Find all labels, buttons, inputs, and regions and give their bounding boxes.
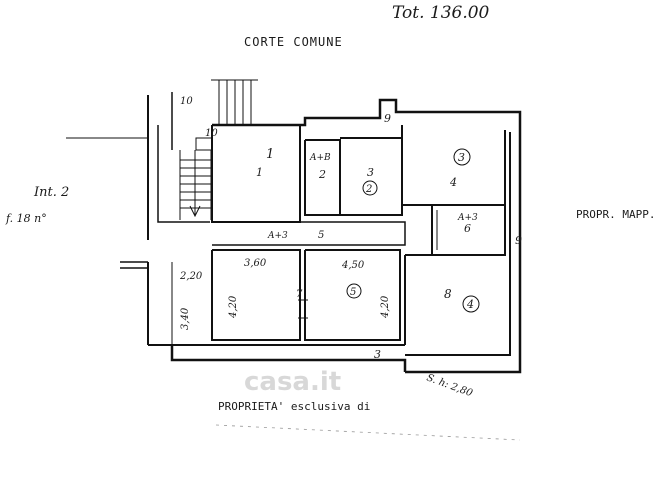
room4-code: 3 — [458, 151, 465, 164]
room-lower-mid-code: 5 — [350, 287, 356, 298]
room8-number: 8 — [444, 287, 452, 301]
room8-code-circle — [462, 295, 480, 313]
dim-4-50: 4,50 — [341, 260, 365, 271]
ceiling-height-note: S. h: 2,80 — [425, 372, 475, 399]
room8-walls — [404, 254, 505, 345]
wall-label-top-right: 9 — [384, 112, 391, 125]
corridor-code: A+3 — [267, 231, 288, 241]
room1-code: 1 — [266, 147, 274, 162]
dimensions: 2,20 3,60 4,50 3,40 4,20 4,20 — [179, 258, 391, 330]
right-wall — [405, 130, 522, 374]
total-area-note: Tot. 136.00 — [392, 3, 490, 23]
corridor-walls — [212, 221, 406, 246]
room6-number: 6 — [464, 222, 471, 235]
stair-arrow — [189, 150, 201, 218]
dim-2-20: 2,20 — [179, 271, 203, 282]
doorway-marks — [298, 299, 308, 319]
room2-code: A+B — [309, 153, 331, 163]
wall-label-bottom: 3 — [374, 348, 381, 361]
walls — [66, 79, 522, 374]
doorway-number: 7 — [296, 289, 303, 300]
room4-code-circle — [453, 148, 471, 166]
dim-3-60: 3,60 — [244, 258, 267, 269]
room4-number: 4 — [449, 176, 457, 189]
room2-number: 2 — [318, 168, 326, 181]
neighbor-property-label: PROPR. MAPP. — [576, 208, 655, 221]
room1-number: 1 — [256, 166, 263, 179]
room3-code-circle — [362, 180, 378, 196]
bottom-wall — [170, 345, 407, 372]
room4-walls — [401, 125, 506, 206]
room3-number: 3 — [367, 166, 374, 179]
dim-3-40: 3,40 — [180, 307, 191, 330]
dim-4-20-left: 4,20 — [228, 295, 239, 319]
stair-steps-top — [226, 80, 252, 125]
wall-label-right: 9 — [515, 234, 522, 247]
top-wall — [212, 98, 522, 130]
right-inner-wall — [405, 132, 511, 356]
stair-label-side: 10 — [205, 128, 218, 139]
exclusive-property-note: PROPRIETA' esclusiva di — [218, 400, 370, 413]
lower-left-stub — [120, 261, 148, 269]
stair-label-top: 10 — [180, 96, 193, 107]
bottom-scan-line — [215, 424, 521, 441]
room-lower-left-walls — [211, 249, 301, 341]
room3-code: 2 — [365, 184, 372, 195]
room3-walls — [339, 137, 403, 216]
unit-number-note: Int. 2 — [33, 185, 69, 200]
dim-4-20-right: 4,20 — [380, 295, 391, 319]
watermark: casa.it — [244, 367, 341, 397]
stair-inner-wall — [157, 125, 210, 223]
room-lower-mid-code-circle — [346, 283, 362, 299]
stair-landing-box — [195, 137, 213, 151]
room-lower-mid-walls — [304, 249, 401, 341]
courtyard-label: CORTE COMUNE — [244, 35, 343, 49]
cadastral-note: f. 18 n° — [5, 212, 47, 225]
room6-code: A+3 — [457, 213, 478, 223]
corridor-number: 5 — [318, 230, 324, 241]
room8-code: 4 — [466, 298, 474, 311]
room-labels: 1 1 2 A+B 3 2 4 3 5 A+3 6 A+3 7 8 4 5 — [256, 147, 480, 313]
